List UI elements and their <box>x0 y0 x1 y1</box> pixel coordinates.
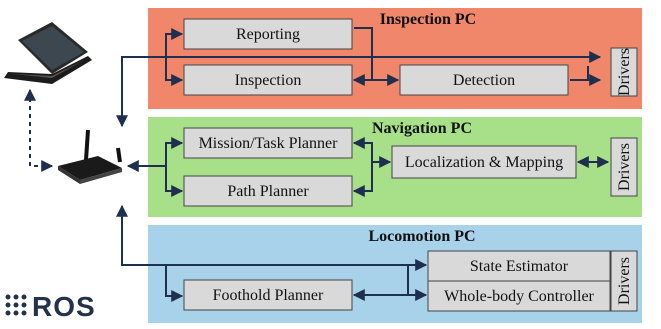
locomotion-connections <box>116 204 428 302</box>
foothold-planner-module: Foothold Planner <box>183 279 353 311</box>
whole-body-controller-label: Whole-body Controller <box>444 288 594 305</box>
reporting-module: Reporting <box>183 18 353 50</box>
detection-module: Detection <box>399 64 569 96</box>
inspection-module: Inspection <box>183 64 353 96</box>
state-estimator-label: State Estimator <box>470 258 569 275</box>
ros-logo-text: ROS <box>32 291 96 322</box>
foothold-planner-label: Foothold Planner <box>213 287 324 304</box>
inspection-drivers-box: Drivers <box>610 47 638 97</box>
navigation-connections <box>126 137 610 197</box>
navigation-pc-title: Navigation PC <box>372 120 472 137</box>
localization-mapping-label: Localization & Mapping <box>405 154 563 171</box>
router-icon <box>58 129 122 184</box>
path-planner-label: Path Planner <box>227 183 309 200</box>
detection-label: Detection <box>453 72 515 89</box>
state-estimator-module: State Estimator <box>427 250 611 282</box>
inspection-drivers-label: Drivers <box>616 48 633 96</box>
path-planner-module: Path Planner <box>183 175 353 207</box>
localization-mapping-module: Localization & Mapping <box>391 145 577 179</box>
inspection-connections <box>116 27 602 128</box>
ros-logo-icon: ROS <box>5 291 96 322</box>
laptop-router-link <box>24 88 54 172</box>
locomotion-drivers-label: Drivers <box>616 257 633 305</box>
reporting-label: Reporting <box>236 26 300 43</box>
navigation-drivers-label: Drivers <box>616 143 633 191</box>
mission-task-planner-module: Mission/Task Planner <box>183 127 353 159</box>
inspection-pc-title: Inspection PC <box>380 11 476 28</box>
laptop-icon <box>4 22 92 84</box>
navigation-drivers-box: Drivers <box>610 137 638 197</box>
mission-task-planner-label: Mission/Task Planner <box>199 135 339 152</box>
locomotion-pc-title: Locomotion PC <box>368 228 475 245</box>
inspection-label: Inspection <box>235 72 302 89</box>
whole-body-controller-module: Whole-body Controller <box>427 280 611 312</box>
locomotion-drivers-box: Drivers <box>610 250 638 312</box>
